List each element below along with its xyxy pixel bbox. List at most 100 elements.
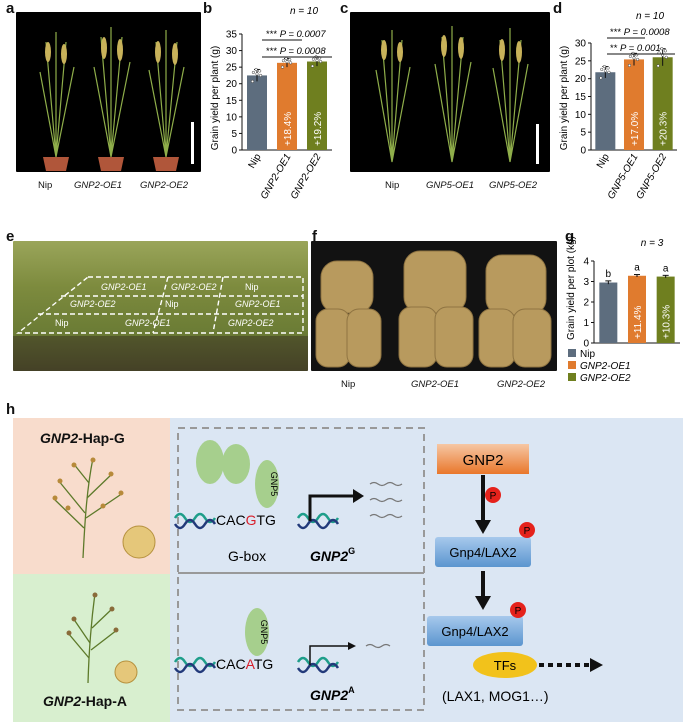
plot-r2c1: GNP2-OE2 [70,299,116,309]
stat-pvalue: P = 0.0007 [280,29,327,40]
data-point [311,57,315,61]
gnp2-box [437,444,529,474]
allele-a-gene: GNP2 [310,687,348,703]
promoter-dashed-box [177,427,425,711]
panel-b-label: b [203,0,213,17]
grain-pile-hap-g [122,525,156,559]
data-point [627,63,632,68]
seq-a: CACATG [216,656,273,672]
gnp2-box-label: GNP2 [463,452,504,469]
panel-c-label: c [340,0,349,17]
x-tick-label: GNP5-OE2 [634,152,669,202]
allele-g-label: GNP2G [310,546,355,564]
plot-r1c3: Nip [245,282,259,292]
data-point [315,58,319,62]
panel-g-n: n = 3 [641,238,664,249]
x-tick-label: GNP2-OE2 [289,152,324,202]
bar-label: +18.4% [283,112,294,146]
legend-label: GNP2-OE2 [580,373,631,384]
panel-d-label: d [553,0,563,17]
bar-GNP5-OE2 [652,57,673,151]
gnp5-label-g: GNP5 [269,472,279,497]
data-point [664,55,668,59]
seq-a-base: A [246,656,256,672]
y-tick-label: 10 [226,112,238,123]
seq-g-right: TG [256,512,275,528]
data-point [289,61,293,65]
panel-g-ylabel: Grain yield per plot (kg) [566,236,577,340]
bar-GNP2-OE2 [656,276,675,343]
y-tick-label: 20 [226,79,238,90]
phospho-2: P [524,526,531,537]
data-point [280,65,285,69]
protein-blob-1 [196,440,224,484]
y-tick-label: 2 [583,298,589,309]
bar-label: +20.3% [659,112,670,146]
stat-pvalue: P = 0.0008 [280,46,327,57]
y-tick-label: 25 [575,56,587,67]
phospho-circle-2 [519,522,535,538]
hap-g-title: GNP2-Hap-G [40,430,125,446]
y-tick-label: 30 [575,39,587,50]
data-point [603,69,607,73]
panicle-illustrations [52,457,156,684]
stat-stars: ** [610,43,620,54]
panel-b-chart: Grain yield per plant (g) 05101520253035… [210,6,332,202]
data-point [310,64,315,68]
significance-letter: a [634,263,640,274]
panicle-hap-g [52,457,124,559]
rice-plants-photo-c [375,26,539,164]
panel-f-caption-3: GNP2-OE2 [497,379,546,390]
tss-arrowhead-g [353,489,364,503]
stat-pvalue: P = 0.001 [620,43,661,54]
y-tick-label: 35 [226,30,238,41]
panicle-hap-a [67,592,118,684]
data-point [281,59,285,63]
data-point [288,58,292,62]
panel-f-caption-1: Nip [341,379,356,390]
tfs-arrowhead [590,658,603,672]
tss-arrow-g [308,494,355,521]
x-tick-label: Nip [247,152,264,171]
plot-r1c2: GNP2-OE2 [171,282,217,292]
seq-a-left: CAC [216,656,246,672]
panel-a-caption-1: Nip [38,180,53,191]
y-tick-label: 15 [226,96,238,107]
plot-r2c2: Nip [165,299,179,309]
data-point [607,70,611,74]
legend-swatch [568,349,576,357]
plot-r3c1: Nip [55,318,69,328]
data-point [636,57,640,61]
bar-label: +10.3% [662,305,673,339]
mechanism-background [170,418,683,722]
bar-GNP2-OE2 [307,61,327,150]
dna-left-a-strand [173,662,217,674]
allele-g-gene: GNP2 [310,548,348,564]
bar-GNP2-OE1 [277,62,297,150]
panel-a-caption-2: GNP2-OE1 [74,180,123,191]
data-point [250,79,255,83]
legend-label: Nip [580,349,595,360]
panel-c-photo [350,12,550,172]
panel-c-caption-2: GNP5-OE1 [426,180,475,191]
data-point [255,72,259,76]
data-point [258,69,262,73]
y-tick-label: 3 [583,277,589,288]
y-tick-label: 20 [575,74,587,85]
panel-b-n: n = 10 [290,6,319,17]
y-tick-label: 0 [580,146,586,157]
data-point [259,73,263,77]
y-tick-label: 10 [575,110,587,121]
tss-arrow-a [309,645,350,665]
data-point [251,70,255,74]
panel-d-stat-1: *** P = 0.0008 [610,27,670,38]
panel-c-caption-3: GNP5-OE2 [489,180,538,191]
panel-g-bars: b+11.4%a+10.3%a [599,263,675,343]
gbox-label: G-box [228,548,266,564]
panel-b-stat-1: *** P = 0.0007 [266,29,326,40]
protein-blob-2 [222,444,250,484]
seq-g-base: G [246,512,257,528]
allele-g-sup: G [348,546,355,556]
